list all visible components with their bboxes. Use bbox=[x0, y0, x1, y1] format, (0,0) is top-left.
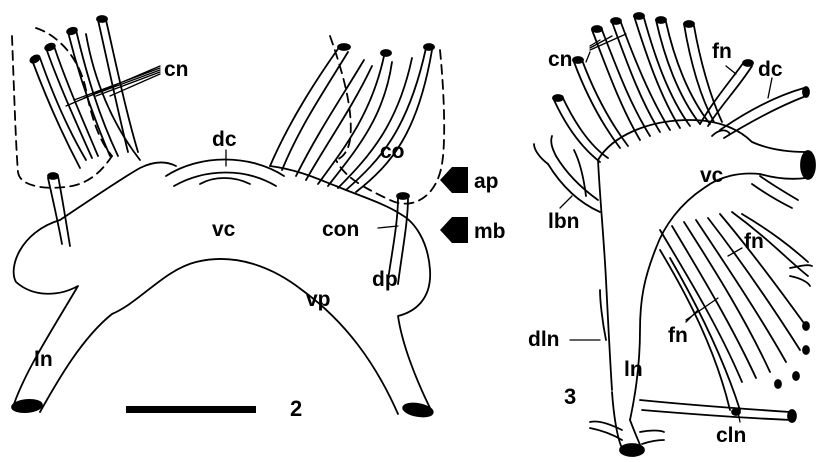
right-nerve-bundle bbox=[270, 44, 434, 192]
figure-number-3: 3 bbox=[564, 384, 576, 409]
fig3-fn-right bbox=[660, 212, 812, 415]
dorsal-commissure bbox=[166, 160, 284, 177]
scale-bar bbox=[126, 406, 256, 413]
label-ln-fig2: ln bbox=[34, 348, 53, 371]
fig3-dln-nerve bbox=[600, 290, 606, 340]
label-vc-fig2: vc bbox=[212, 218, 236, 241]
label-vc-fig3: vc bbox=[700, 164, 724, 187]
label-co: co bbox=[380, 140, 405, 163]
label-mb: mb bbox=[474, 220, 506, 243]
label-fn-right: fn bbox=[744, 230, 764, 253]
figure-number-2: 2 bbox=[290, 396, 302, 421]
label-ln-fig3: ln bbox=[624, 358, 643, 381]
fig3-fn-top bbox=[700, 60, 809, 138]
nerve-end-left bbox=[12, 399, 43, 414]
fig3-nerve-end-right bbox=[801, 151, 815, 179]
label-dp: dp bbox=[372, 268, 398, 291]
label-dc-fig2: dc bbox=[212, 128, 237, 151]
arrow-ap-icon bbox=[440, 167, 468, 193]
ganglion-upper-right-edge bbox=[270, 166, 402, 215]
label-ap: ap bbox=[474, 170, 499, 193]
label-con: con bbox=[322, 218, 359, 241]
label-fn-top: fn bbox=[712, 40, 732, 63]
ganglion-upper-left-edge bbox=[60, 163, 176, 221]
arrow-mb-icon bbox=[440, 217, 468, 243]
label-cn-fig3: cn bbox=[548, 48, 573, 71]
label-vp: vp bbox=[306, 288, 331, 311]
label-dln: dln bbox=[528, 328, 560, 351]
label-cln: cln bbox=[716, 424, 746, 447]
label-lbn: lbn bbox=[548, 210, 580, 233]
left-nerve-bundle bbox=[29, 16, 140, 168]
label-dc-fig3: dc bbox=[758, 58, 783, 81]
left-stalk bbox=[48, 176, 70, 246]
fig3-cn-cluster bbox=[553, 13, 722, 162]
label-cn-fig2: cn bbox=[164, 58, 189, 81]
label-fn-lower: fn bbox=[668, 324, 688, 347]
fig3-cln-nerve bbox=[640, 400, 792, 420]
ganglion-body-outline bbox=[14, 215, 432, 414]
